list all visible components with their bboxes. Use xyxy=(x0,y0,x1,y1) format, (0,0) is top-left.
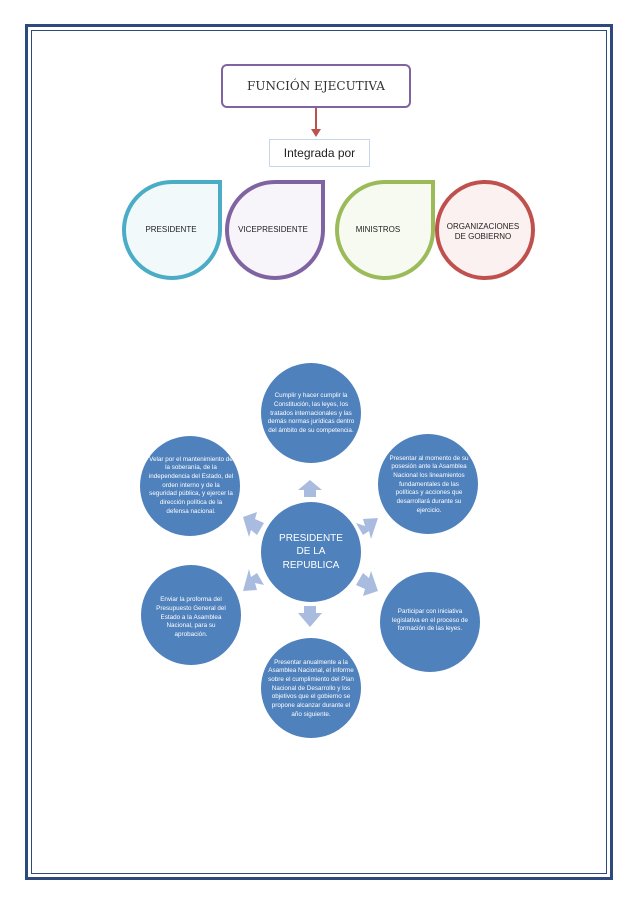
subtitle-box: Integrada por xyxy=(269,139,370,167)
member-label-vicepresidente: VICEPRESIDENTE xyxy=(238,225,308,234)
page-border-inner xyxy=(31,30,607,874)
page-border-outer xyxy=(25,24,613,880)
arrow-lower-right xyxy=(356,571,378,596)
member-shape-vicepresidente xyxy=(225,180,325,280)
arrow-lower-left xyxy=(243,569,264,591)
member-label-ministros: MINISTROS xyxy=(355,225,401,234)
function-text-4: Presentar anualmente a la Asamblea Nacio… xyxy=(268,658,354,718)
title-box: FUNCIÓN EJECUTIVA xyxy=(221,64,411,108)
function-circle-4 xyxy=(261,638,361,738)
function-circle-1 xyxy=(261,363,361,463)
subtitle-label: Integrada por xyxy=(283,146,356,160)
member-label-organizaciones: ORGANIZACIONES DE GOBIERNO xyxy=(446,222,520,241)
arrow-upper-left xyxy=(243,512,264,537)
member-shape-presidente xyxy=(122,180,222,280)
member-label-presidente: PRESIDENTE xyxy=(145,225,197,234)
member-shape-org xyxy=(435,180,535,280)
center-label: PRESIDENTE DE LA REPUBLICA xyxy=(279,532,343,571)
arrow-down xyxy=(298,606,322,627)
member-shape-ministros xyxy=(335,180,435,280)
function-text-3: Participar con iniciativa legislativa en… xyxy=(392,607,468,633)
function-text-6: Velar por el mantenimiento de la soberan… xyxy=(148,455,234,515)
function-circle-5 xyxy=(141,565,241,665)
function-circle-3 xyxy=(380,572,480,672)
function-circle-6 xyxy=(140,436,240,536)
arrow-up xyxy=(298,480,322,497)
center-circle xyxy=(261,502,361,602)
function-text-2: Presentar al momento de su posesión ante… xyxy=(389,454,469,514)
arrow-upper-right xyxy=(356,518,378,539)
diagram-title: FUNCIÓN EJECUTIVA xyxy=(247,79,385,93)
title-connector-arrowhead xyxy=(311,129,321,137)
function-circle-2 xyxy=(378,434,478,534)
function-text-5: Enviar la proforma del Presupuesto Gener… xyxy=(156,596,226,639)
function-text-1: Cumplir y hacer cumplir la Constitución,… xyxy=(267,392,355,435)
